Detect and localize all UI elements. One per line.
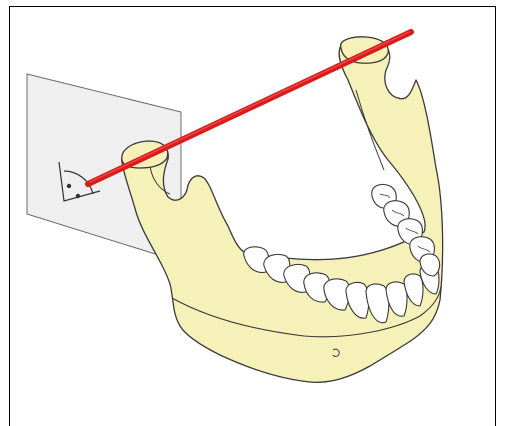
mandible-illustration xyxy=(0,0,507,426)
